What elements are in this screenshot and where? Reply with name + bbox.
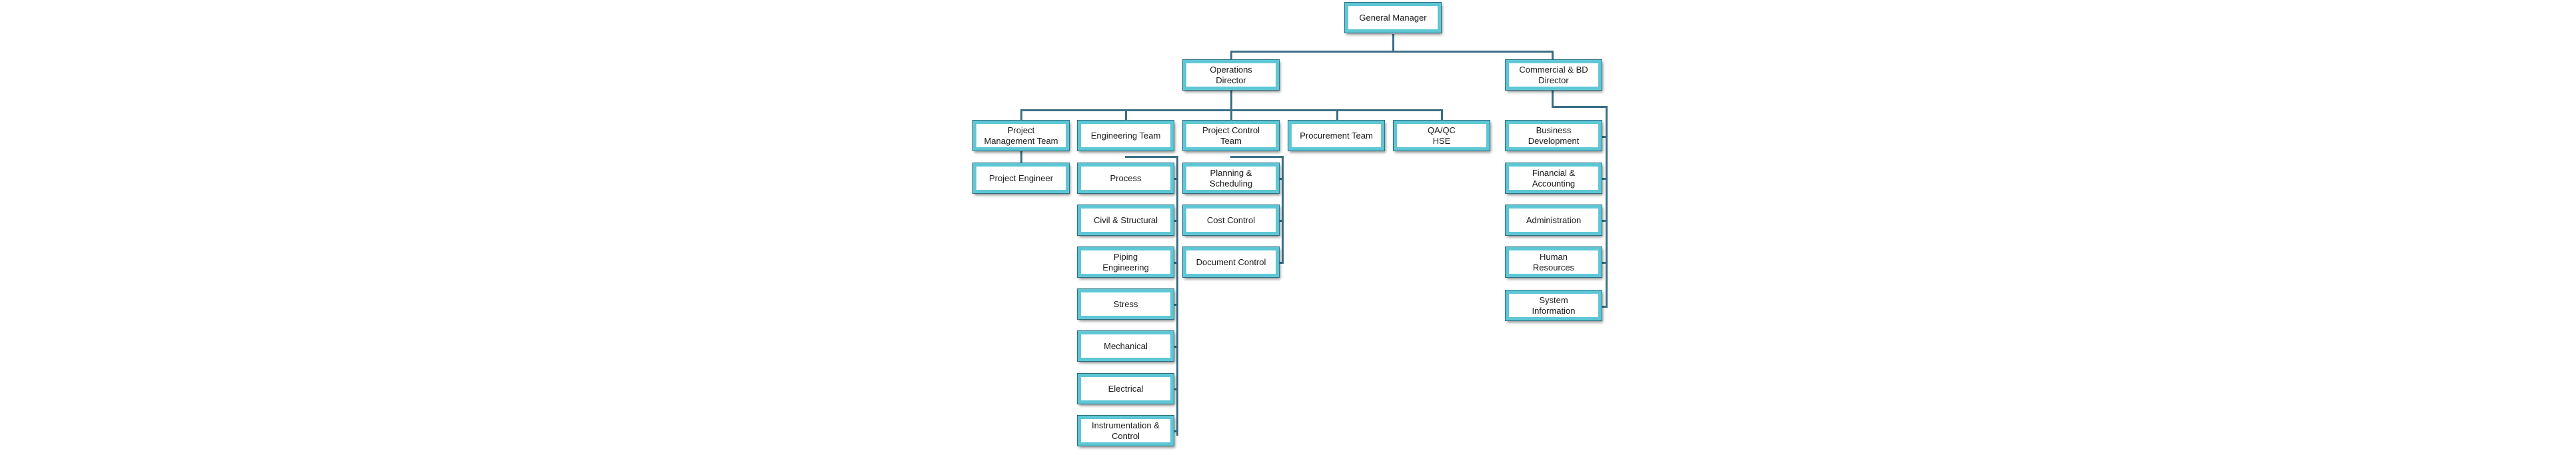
org-node-instrumentation-control: Instrumentation & Control [1077,415,1174,446]
org-node-commercial-bd-director: Commercial & BD Director [1505,59,1602,91]
connector [1598,306,1608,308]
node-label: Document Control [1196,256,1266,267]
org-node-general-manager: General Manager [1344,2,1442,33]
connector [1176,156,1178,436]
node-label: Project Engineer [988,173,1054,183]
connector [1170,346,1178,348]
node-label: Procurement Team [1300,130,1373,141]
connector [1230,51,1232,61]
connector [1170,220,1178,222]
org-node-civil-structural: Civil & Structural [1077,205,1174,236]
connector [1598,220,1608,222]
connector [1552,91,1554,107]
org-node-engineering-team: Engineering Team [1077,120,1174,151]
node-label: Piping Engineering [1102,251,1149,272]
org-node-system-information: System Information [1505,290,1602,321]
node-label: Human Resources [1532,251,1575,272]
node-label: Engineering Team [1090,130,1161,141]
org-node-operations-director: Operations Director [1182,59,1280,91]
connector [1552,106,1608,108]
connector [1020,151,1022,164]
node-label: Cost Control [1206,215,1256,225]
connector [1598,136,1608,138]
org-node-planning-scheduling: Planning & Scheduling [1182,163,1280,194]
connector [1125,156,1178,158]
org-node-financial-accounting: Financial & Accounting [1505,163,1602,194]
node-label: Instrumentation & Control [1092,420,1160,441]
connector [1020,109,1022,121]
connector [1606,106,1608,308]
connector [1170,178,1178,180]
org-node-mechanical: Mechanical [1077,330,1174,362]
org-node-electrical: Electrical [1077,373,1174,404]
org-node-piping-engineering: Piping Engineering [1077,246,1174,278]
connector [1598,262,1608,264]
node-label: Civil & Structural [1093,215,1158,225]
org-node-stress: Stress [1077,288,1174,320]
connector [1230,109,1232,121]
org-node-document-control: Document Control [1182,246,1280,278]
node-label: Process [1110,173,1142,183]
node-label: Electrical [1108,383,1144,394]
connector [1170,430,1178,432]
connector [1441,109,1443,121]
node-label: Project Management Team [984,125,1058,146]
connector [1598,178,1608,180]
connector [1170,262,1178,264]
org-node-project-engineer: Project Engineer [972,163,1070,194]
node-label: Commercial & BD Director [1519,64,1588,85]
connector [1552,51,1554,61]
node-label: Administration [1526,215,1582,225]
node-label: System Information [1532,294,1576,316]
node-label: General Manager [1359,12,1427,23]
connector [1276,262,1284,264]
connector [1282,156,1284,262]
org-node-business-development: Business Development [1505,120,1602,151]
org-node-procurement-team: Procurement Team [1288,120,1385,151]
connector [1276,220,1284,222]
org-node-human-resources: Human Resources [1505,246,1602,278]
connector [1392,34,1394,51]
node-label: Mechanical [1104,340,1148,351]
node-label: Planning & Scheduling [1209,167,1253,189]
node-label: Project Control Team [1202,125,1260,146]
connector [1125,109,1127,121]
connector [1170,388,1178,390]
org-node-project-control-team: Project Control Team [1182,120,1280,151]
connector [1230,91,1232,111]
node-label: Business Development [1528,125,1580,146]
org-node-cost-control: Cost Control [1182,205,1280,236]
org-node-process: Process [1077,163,1174,194]
node-label: Stress [1113,298,1138,309]
org-node-qa-qc-hse: QA/QC HSE [1393,120,1490,151]
node-label: Financial & Accounting [1532,167,1576,189]
org-node-administration: Administration [1505,205,1602,236]
connector [1336,109,1338,121]
org-node-project-management-team: Project Management Team [972,120,1070,151]
connector [1276,178,1284,180]
node-label: QA/QC HSE [1428,125,1456,146]
node-label: Operations Director [1210,64,1252,85]
connector [1230,51,1553,53]
connector [1170,304,1178,306]
connector [1230,156,1284,158]
